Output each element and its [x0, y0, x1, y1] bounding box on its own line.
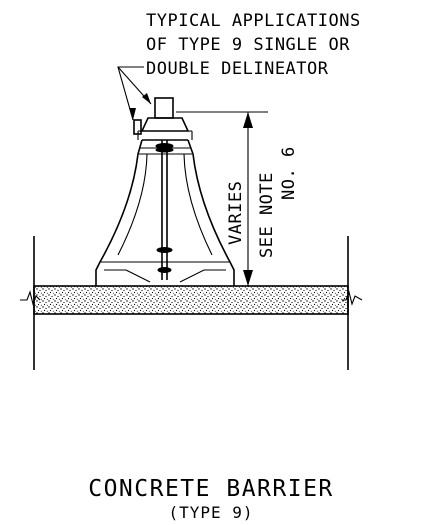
dimension-label: VARIES: [226, 181, 246, 245]
drawing-title: CONCRETE BARRIER: [88, 476, 334, 502]
dimension-note-line-2: NO. 6: [279, 146, 299, 200]
delineator-single: [133, 119, 142, 135]
delineator-double: [140, 97, 190, 132]
callout-line-1: TYPICAL APPLICATIONS: [146, 11, 361, 31]
pavement-slab: [20, 236, 363, 370]
callout-leaders: [117, 66, 152, 121]
drawing-subtitle: (TYPE 9): [168, 503, 253, 522]
height-dimension: [176, 111, 268, 286]
callout-line-3: DOUBLE DELINEATOR: [146, 59, 329, 79]
callout-line-2: OF TYPE 9 SINGLE OR: [146, 35, 350, 55]
anchor-rod: [155, 140, 174, 280]
barrier-body: [95, 130, 235, 286]
dimension-note-line-1: SEE NOTE: [257, 172, 277, 258]
